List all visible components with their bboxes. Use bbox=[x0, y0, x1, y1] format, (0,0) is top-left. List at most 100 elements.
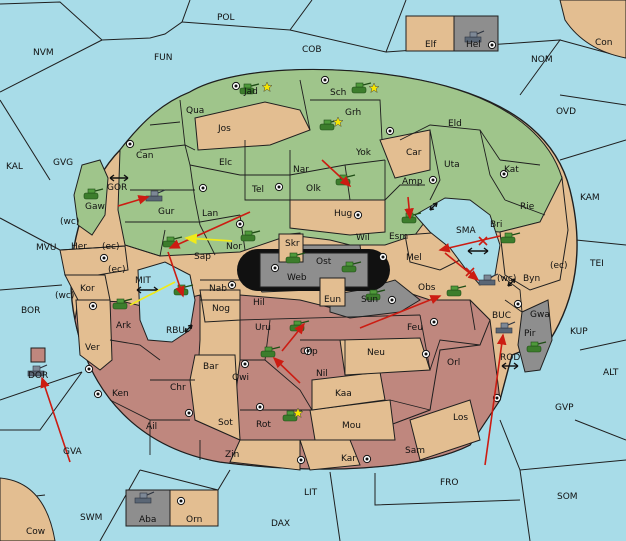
land-label-mou: Mou bbox=[342, 421, 361, 431]
land-label-eun: Eun bbox=[324, 295, 341, 305]
sea-label-ovd: OVD bbox=[556, 107, 576, 117]
land-label-jad: Jad bbox=[243, 87, 258, 97]
sea-label-pol: POL bbox=[217, 13, 235, 23]
sea-label-aba: Aba bbox=[139, 515, 156, 525]
land-label-zin: Zin bbox=[225, 450, 239, 460]
sea-label-som: SOM bbox=[557, 492, 578, 502]
sea-label-con: Con bbox=[595, 38, 613, 48]
land-label-kar: Kar bbox=[341, 454, 356, 464]
sea-label-lit: LIT bbox=[304, 488, 318, 498]
land-label-amp: Amp bbox=[402, 177, 423, 187]
land-label-eld: Eld bbox=[448, 119, 462, 129]
land-label-lan: Lan bbox=[202, 209, 218, 219]
sea-label-dor: DOR bbox=[28, 371, 48, 381]
land-label-byn: Byn bbox=[523, 274, 540, 284]
land-label-qwi: Qwi bbox=[232, 373, 249, 383]
sea-label-gva: GVA bbox=[63, 447, 83, 457]
land-label-nor: Nor bbox=[226, 242, 242, 252]
land-label-wil: Wil bbox=[356, 233, 370, 243]
sea-label-sma: SMA bbox=[456, 226, 476, 236]
island-aba-orn bbox=[125, 489, 219, 527]
coast-label-ec1: (ec) bbox=[102, 242, 120, 252]
land-label-grh: Grh bbox=[345, 108, 361, 118]
land-label-ver: Ver bbox=[85, 343, 100, 353]
island-elf-hel bbox=[405, 15, 499, 52]
land-label-qua: Qua bbox=[186, 106, 204, 116]
land-label-orl: Orl bbox=[447, 358, 460, 368]
land-label-gur: Gur bbox=[158, 207, 175, 217]
land-label-pir: Pir bbox=[524, 329, 536, 339]
land-label-nog: Nog bbox=[212, 304, 230, 314]
land-label-sam: Sam bbox=[405, 446, 425, 456]
land-label-gaw: Gaw bbox=[85, 202, 105, 212]
coast-label-wc1: (wc) bbox=[60, 217, 79, 227]
land-label-web: Web bbox=[287, 273, 307, 283]
land-label-rot: Rot bbox=[256, 420, 271, 430]
sea-label-hel: Hel bbox=[466, 40, 481, 50]
sea-label-buc: BUC bbox=[492, 311, 511, 321]
land-label-uru: Uru bbox=[255, 323, 271, 333]
sea-label-kal: KAL bbox=[6, 162, 23, 172]
sea-label-nvm: NVM bbox=[33, 48, 54, 58]
land-label-chr: Chr bbox=[170, 383, 186, 393]
land-label-bar: Bar bbox=[203, 362, 219, 372]
coast-label-ec3: (ec) bbox=[550, 261, 568, 271]
sea-label-gvp: GVP bbox=[555, 403, 574, 413]
sea-label-elf: Elf bbox=[425, 40, 437, 50]
land-label-mel: Mel bbox=[406, 253, 422, 263]
sea-label-cob: COB bbox=[302, 45, 322, 55]
sea-label-alt: ALT bbox=[603, 368, 619, 378]
land-label-hil: Hil bbox=[253, 298, 265, 308]
province-borders bbox=[59, 79, 546, 460]
island-dor bbox=[30, 347, 46, 363]
land-label-her: Her bbox=[71, 242, 87, 252]
land-label-car: Car bbox=[406, 148, 422, 158]
land-label-ail: Ail bbox=[146, 422, 157, 432]
land-label-neu: Neu bbox=[367, 348, 385, 358]
orders-yellow bbox=[129, 233, 233, 306]
land-label-sap: Sap bbox=[194, 252, 211, 262]
land-label-tel: Tel bbox=[251, 185, 264, 195]
land-label-chp: Chp bbox=[300, 347, 318, 357]
land-label-rie: Rie bbox=[520, 202, 535, 212]
sea-label-swm: SWM bbox=[80, 513, 102, 523]
coast-label-wc2: (wc) bbox=[55, 291, 74, 301]
land-label-nab: Nab bbox=[209, 284, 227, 294]
land-label-group: Jad Sch Qua Jos Grh Eld Can Yok Car Elc … bbox=[71, 87, 550, 464]
sea-label-bor: BOR bbox=[21, 306, 40, 316]
coast-label-wc3: (wc) bbox=[497, 274, 516, 284]
land-label-kaa: Kaa bbox=[335, 389, 352, 399]
land-label-gwa: Gwa bbox=[530, 310, 550, 320]
sea-label-nom: NOM bbox=[531, 55, 553, 65]
land-label-nar: Nar bbox=[293, 165, 309, 175]
sea-label-group: POL NVM FUN COB NOM Con OVD KAL GVG KAM … bbox=[6, 13, 619, 537]
sea-label-gor: GOR bbox=[107, 183, 127, 193]
coast-arrows bbox=[109, 174, 519, 370]
sea-label-kup: KUP bbox=[570, 327, 588, 337]
sea-label-fun: FUN bbox=[154, 53, 173, 63]
land-label-los: Los bbox=[453, 413, 468, 423]
land-label-skr: Skr bbox=[285, 239, 300, 249]
land-label-nil: Nil bbox=[316, 369, 328, 379]
sea-label-fro: FRO bbox=[440, 478, 459, 488]
sea-label-cow: Cow bbox=[26, 527, 45, 537]
land-label-elc: Elc bbox=[219, 158, 232, 168]
land-label-sot: Sot bbox=[218, 418, 233, 428]
land-label-feu: Feu bbox=[407, 323, 423, 333]
sea-label-orn: Orn bbox=[186, 515, 202, 525]
land-label-uta: Uta bbox=[444, 160, 460, 170]
sea-label-rod: ROD bbox=[500, 353, 520, 363]
land-label-can: Can bbox=[136, 151, 154, 161]
land-label-kat: Kat bbox=[504, 165, 519, 175]
land-label-olk: Olk bbox=[306, 184, 322, 194]
land-label-esm: Esm bbox=[389, 232, 408, 242]
orders-red bbox=[40, 159, 507, 466]
sea-label-kam: KAM bbox=[580, 193, 600, 203]
land-label-ken: Ken bbox=[112, 389, 129, 399]
sea-label-gvg: GVG bbox=[53, 158, 73, 168]
land-label-sun: Sun bbox=[361, 295, 378, 305]
sea-label-rbu: RBU bbox=[166, 326, 185, 336]
sea-label-tei: TEI bbox=[589, 259, 604, 269]
sea-label-dax: DAX bbox=[271, 519, 290, 529]
